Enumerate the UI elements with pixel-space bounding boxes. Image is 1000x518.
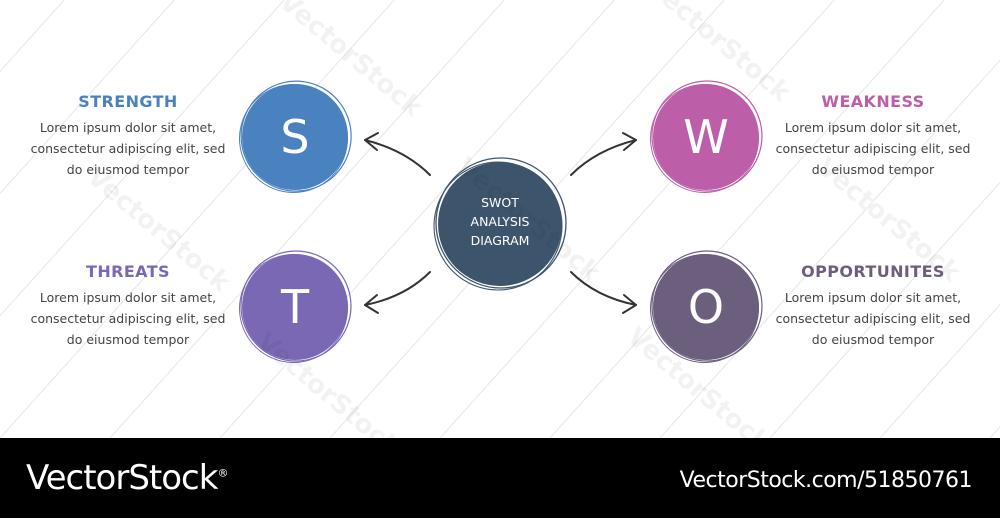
opportunities-title: OPPORTUNITES [801, 262, 945, 281]
diagonal-line [109, 0, 505, 438]
weakness-title: WEAKNESS [821, 92, 925, 111]
swot-diagram [0, 0, 1000, 438]
footer-image-url[interactable]: VectorStock.com/51850761 [679, 468, 973, 493]
center-circle [433, 157, 567, 291]
diagonal-line [0, 0, 285, 317]
diagram-canvas: VectorStock VectorStock VectorStock Vect… [0, 0, 1000, 438]
footer-brand-name: VectorStock [26, 458, 218, 498]
threats-title: THREATS [86, 262, 170, 281]
strength-circle [239, 80, 352, 193]
threats-circle [239, 250, 352, 363]
strength-title: STRENGTH [78, 92, 178, 111]
arrow-to-opportunities [570, 271, 637, 314]
opportunities-letter: O [687, 280, 725, 334]
diagonal-line [879, 303, 1000, 438]
footer-bar: VectorStock® VectorStock.com/51850761 [0, 438, 1000, 518]
diagonal-line [439, 0, 835, 438]
diagonal-line [549, 0, 945, 438]
diagonal-line [659, 59, 1000, 438]
registered-mark: ® [217, 466, 229, 480]
arrow-to-weakness [570, 132, 637, 176]
diagonal-line [0, 0, 175, 195]
threats-letter: T [280, 280, 310, 334]
diagonal-line [219, 0, 615, 438]
opportunities-description: Lorem ipsum dolor sit amet, consectetur … [775, 290, 971, 347]
threats-description: Lorem ipsum dolor sit amet, consectetur … [30, 290, 226, 347]
weakness-letter: W [683, 110, 729, 164]
arrow-to-strength [364, 132, 431, 176]
center-label: SWOT ANALYSIS DIAGRAM [470, 195, 530, 248]
strength-description: Lorem ipsum dolor sit amet, consectetur … [30, 120, 226, 177]
diagonal-line [0, 0, 395, 438]
strength-letter: S [280, 110, 310, 164]
arrow-to-threats [364, 271, 431, 314]
opportunities-circle [650, 250, 763, 363]
footer-brand[interactable]: VectorStock® [26, 458, 228, 498]
weakness-circle [650, 80, 763, 193]
diagonal-line [0, 0, 65, 73]
diagonal-line [769, 181, 1000, 438]
weakness-description: Lorem ipsum dolor sit amet, consectetur … [775, 120, 971, 177]
